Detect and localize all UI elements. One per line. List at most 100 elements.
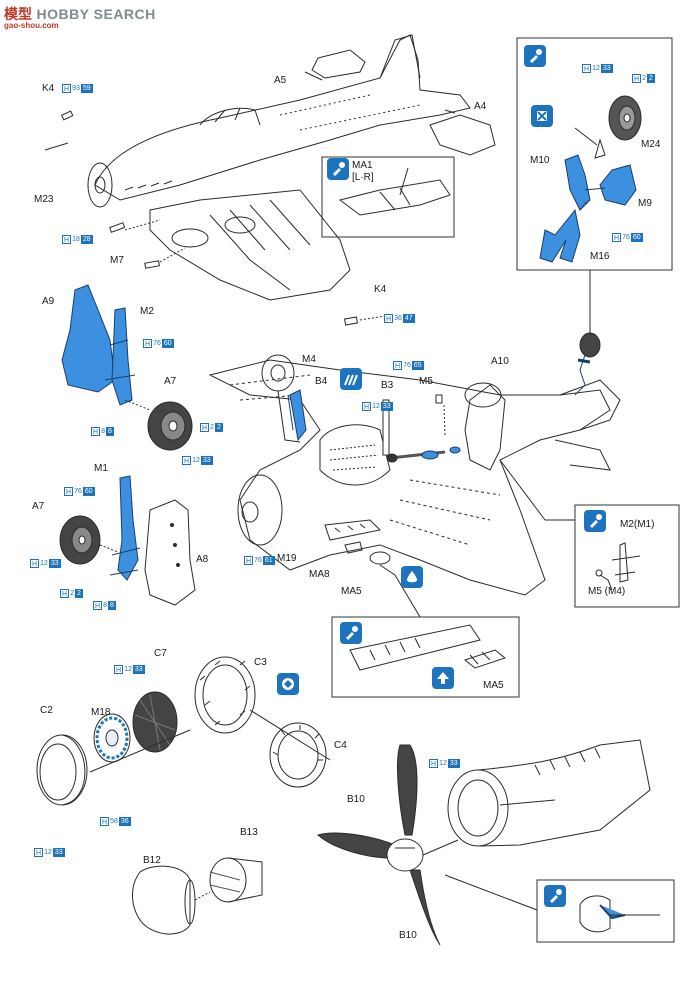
top-aircraft-fuselage [87,34,471,301]
gear-detail-box [574,504,680,608]
label-c7: C7 [154,648,167,659]
label-b10-bottom: B10 [399,930,417,941]
direction-icon [277,673,299,695]
label-m5: M5 [419,376,433,387]
label-m16: M16 [590,251,610,262]
part-c3 [194,656,256,734]
label-m4: M4 [302,354,316,365]
part-a10 [464,382,506,471]
label-a9: A9 [42,296,55,307]
part-c4 [269,722,327,788]
part-k4-top [60,110,74,121]
glue-icon [524,45,546,67]
label-b10-top: B10 [347,794,365,805]
part-m18 [93,713,131,763]
spinner-detail-box [536,879,675,943]
label-c4: C4 [334,740,347,751]
tail-wheel-detail-box [516,37,673,271]
part-k4-mid [343,316,359,326]
tail-wheel-center [574,332,601,396]
part-a5 [311,49,366,79]
wheel-m24 [608,95,642,141]
engine-front [447,739,651,847]
label-m1: M1 [94,463,108,474]
label-m24: M24 [641,139,661,150]
label-m23: M23 [34,194,54,205]
label-c2: C2 [40,705,53,716]
label-a7-top: A7 [164,376,177,387]
label-m2: M2 [140,306,154,317]
paint-icon [340,368,362,390]
part-a4 [429,114,496,156]
landing-gear-left-top [61,284,151,411]
part-b13 [209,857,263,903]
label-k4-top: K4 [42,83,55,94]
label-b12: B12 [143,855,161,866]
label-b13: B13 [240,827,258,838]
part-b4 [289,389,307,442]
cowl-c2 [36,734,88,806]
part-m19-ma8-ma5 [324,519,391,565]
label-ma8: MA8 [309,569,330,580]
wheel-m4 [261,354,301,443]
paint-drop-icon [401,566,423,588]
label-ma5-detail: MA5 [483,680,504,691]
glue-icon [340,622,362,644]
glue-icon [584,510,606,532]
landing-gear-left-bottom [109,475,196,606]
label-c3: C3 [254,657,267,668]
watermark-cn: 模型 [4,6,32,22]
label-ma5: MA5 [341,586,362,597]
label-a7-bottom: A7 [32,501,45,512]
part-m16 [539,208,581,263]
no-glue-icon [531,105,553,127]
wheel-a7-top [147,401,193,451]
part-m10-m9 [564,154,637,211]
label-b4: B4 [315,376,328,387]
label-a5: A5 [274,75,287,86]
label-a4: A4 [474,101,487,112]
part-m7 [109,222,160,269]
label-m10: M10 [530,155,550,166]
glue-icon [327,158,349,180]
wheel-a7-bottom [59,515,101,565]
part-b3-m5 [382,399,461,463]
upward-icon [432,667,454,689]
label-ma1-sub: [L·R] [352,172,374,183]
label-k4-mid: K4 [374,284,387,295]
center-aircraft [208,359,621,596]
label-a10: A10 [491,356,509,367]
propeller-b10 [316,744,441,946]
label-m5m4: M5 (M4) [588,586,626,597]
ma5-detail-box [331,616,520,698]
label-m18: M18 [91,707,111,718]
part-m23 [44,142,69,151]
label-m2m1: M2(M1) [620,519,655,530]
label-a8: A8 [196,554,209,565]
label-b3: B3 [381,380,394,391]
part-c7 [132,691,178,753]
ma1-detail-box [321,156,455,238]
